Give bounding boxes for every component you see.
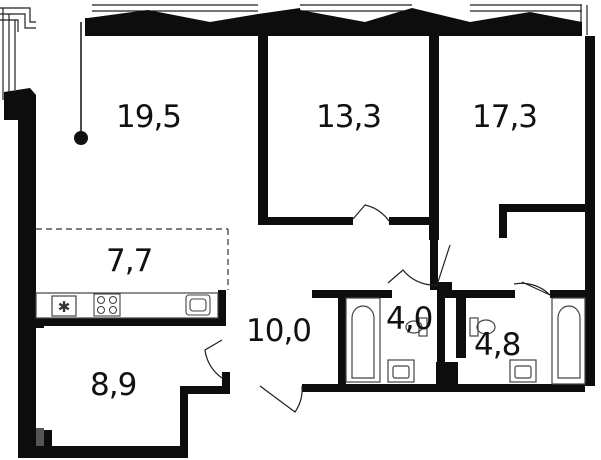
walls [4,8,595,458]
stove-icon [93,293,121,317]
sink-icon [185,294,211,316]
kitchen-counter [35,292,219,319]
room-area-bedroom-1: 13,3 [316,99,382,135]
room-area-bathroom-2: 4,8 [474,327,521,363]
washbasin-icon [387,359,415,383]
entrance-marker-icon [74,22,88,145]
room-area-living: 19,5 [116,99,182,135]
vent-block [36,428,44,446]
room-area-kitchen: 7,7 [106,243,153,279]
kitchen-zone [36,228,229,290]
room-area-small: 8,9 [90,367,137,403]
svg-text:✱: ✱ [58,298,71,316]
toilet-icon [469,317,496,337]
bathtub-icon [345,297,381,383]
window-frames [0,4,588,100]
room-area-hall: 10,0 [246,313,312,349]
washbasin-icon [509,359,537,383]
doors [204,204,551,413]
toilet-icon [405,317,428,337]
room-area-bedroom-2: 17,3 [472,99,538,135]
room-area-bathroom-1: 4,0 [386,301,433,337]
fridge-icon: ✱ [58,298,71,316]
bathtub-icon [551,297,586,385]
